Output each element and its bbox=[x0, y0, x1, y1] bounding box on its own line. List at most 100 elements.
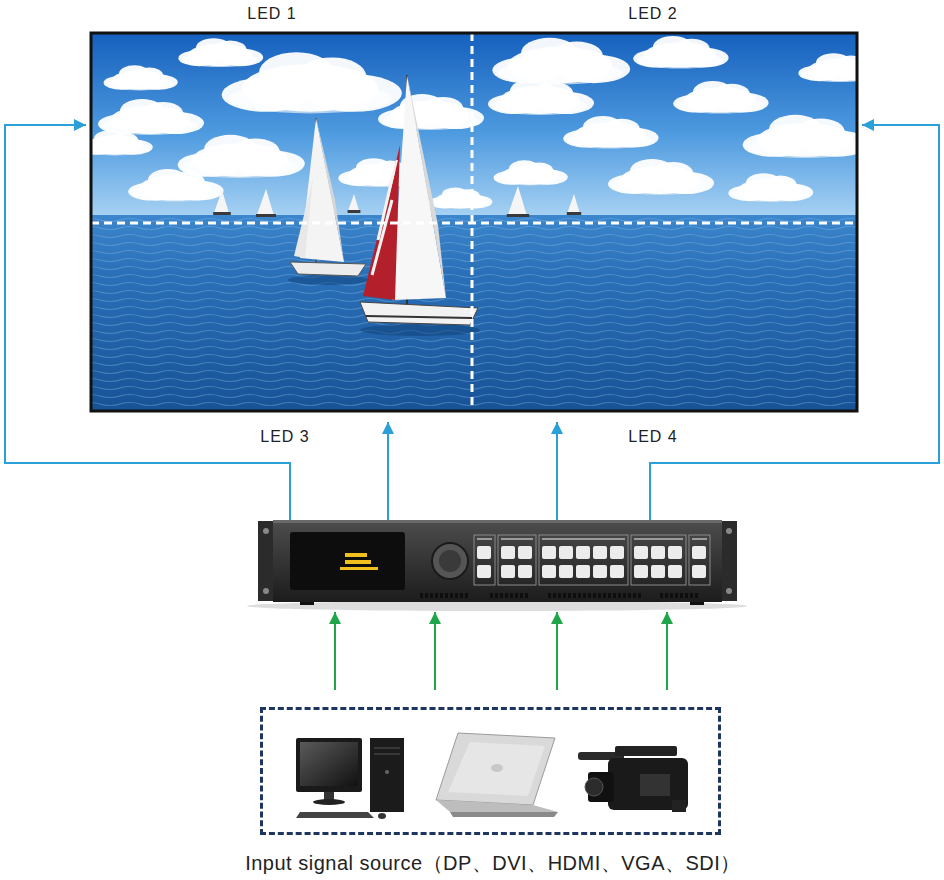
illustration-shape bbox=[91, 33, 857, 217]
cloud bbox=[178, 38, 263, 67]
panel-button bbox=[634, 546, 648, 559]
button-group-strip bbox=[501, 538, 533, 540]
button-group-strip bbox=[477, 538, 492, 540]
panel-button bbox=[477, 546, 491, 559]
illustration-shape bbox=[263, 588, 269, 594]
illustration-shape bbox=[640, 774, 670, 796]
vent-slot bbox=[588, 593, 591, 598]
vent-slot bbox=[455, 593, 458, 598]
cloud bbox=[563, 116, 658, 148]
illustration-shape bbox=[345, 553, 367, 557]
vent-slot bbox=[568, 593, 571, 598]
illustration-shape bbox=[232, 138, 280, 164]
illustration-shape bbox=[296, 812, 374, 818]
panel-label: LED 1 bbox=[247, 5, 296, 23]
vent-slot bbox=[520, 593, 523, 598]
vent-slot bbox=[608, 593, 611, 598]
cloud bbox=[633, 36, 728, 68]
vent-slot bbox=[690, 593, 693, 598]
illustration-shape bbox=[340, 567, 378, 570]
boat-hull bbox=[567, 212, 581, 215]
illustration-shape bbox=[273, 520, 722, 602]
illustration-shape bbox=[290, 532, 405, 590]
sailboat bbox=[288, 118, 368, 285]
panel-button bbox=[518, 546, 532, 559]
illustration-shape bbox=[5, 125, 290, 521]
vent-slot bbox=[515, 593, 518, 598]
vent-slot bbox=[573, 593, 576, 598]
vent-slot bbox=[558, 593, 561, 598]
illustration-shape bbox=[110, 132, 138, 147]
vent-slot bbox=[505, 593, 508, 598]
panel-button bbox=[542, 546, 556, 559]
cloud bbox=[728, 173, 813, 202]
video-processor bbox=[247, 520, 747, 611]
illustration-shape bbox=[556, 612, 558, 690]
illustration-shape bbox=[585, 778, 603, 796]
illustration-shape bbox=[436, 733, 555, 805]
vent-slot bbox=[685, 593, 688, 598]
illustration-shape bbox=[434, 612, 436, 690]
vent-slot bbox=[660, 593, 663, 598]
cloud bbox=[378, 94, 484, 130]
cloud bbox=[494, 160, 568, 185]
panel-button bbox=[501, 546, 515, 559]
boat-hull bbox=[213, 212, 231, 215]
illustration-shape bbox=[374, 748, 400, 749]
illustration-shape bbox=[556, 422, 558, 521]
illustration-shape bbox=[674, 39, 710, 59]
cloud bbox=[743, 115, 857, 158]
vent-slot bbox=[510, 593, 513, 598]
vent-slot bbox=[628, 593, 631, 598]
illustration-shape bbox=[432, 543, 468, 579]
laptop bbox=[436, 733, 558, 817]
boat-sail bbox=[214, 190, 228, 212]
illustration-shape bbox=[91, 33, 857, 411]
vent-slot bbox=[440, 593, 443, 598]
illustration-shape bbox=[360, 324, 480, 336]
illustration-shape bbox=[324, 792, 334, 800]
boat-sail bbox=[508, 186, 526, 214]
illustration-shape bbox=[263, 528, 269, 534]
boat-sail bbox=[348, 194, 358, 210]
illustration-shape bbox=[439, 550, 461, 572]
vent-slot bbox=[603, 593, 606, 598]
illustration-shape bbox=[533, 82, 573, 104]
boat-hull bbox=[348, 210, 361, 213]
vent-slot bbox=[525, 593, 528, 598]
illustration-shape bbox=[273, 520, 722, 523]
illustration-shape bbox=[143, 102, 183, 124]
cloud bbox=[488, 79, 594, 115]
button-group-strip bbox=[634, 538, 683, 540]
panel-button bbox=[610, 546, 624, 559]
vent-slot bbox=[435, 593, 438, 598]
illustration-shape bbox=[672, 800, 686, 812]
cloud bbox=[798, 53, 857, 82]
panel-button bbox=[576, 546, 590, 559]
illustration-shape bbox=[690, 602, 704, 605]
illustration-shape bbox=[604, 119, 640, 139]
vent-slot bbox=[490, 593, 493, 598]
vent-slot bbox=[500, 593, 503, 598]
vent-slot bbox=[665, 593, 668, 598]
vent-slot bbox=[495, 593, 498, 598]
panel-button bbox=[518, 565, 532, 578]
vent-slot bbox=[420, 593, 423, 598]
vent-slot bbox=[675, 593, 678, 598]
illustration-shape bbox=[258, 521, 275, 601]
panel-button bbox=[692, 565, 706, 578]
sailboat bbox=[360, 75, 480, 336]
input-wires bbox=[335, 612, 667, 690]
illustration-shape bbox=[423, 97, 463, 119]
illustration-shape bbox=[666, 612, 668, 690]
illustration-shape bbox=[615, 746, 677, 756]
illustration-shape bbox=[294, 178, 313, 258]
vent-slot bbox=[680, 593, 683, 598]
illustration-shape bbox=[726, 588, 732, 594]
vents bbox=[420, 593, 698, 598]
illustration-shape bbox=[91, 215, 857, 411]
illustration-shape bbox=[91, 222, 857, 225]
illustration-shape bbox=[387, 422, 389, 521]
illustration-shape bbox=[298, 57, 366, 94]
